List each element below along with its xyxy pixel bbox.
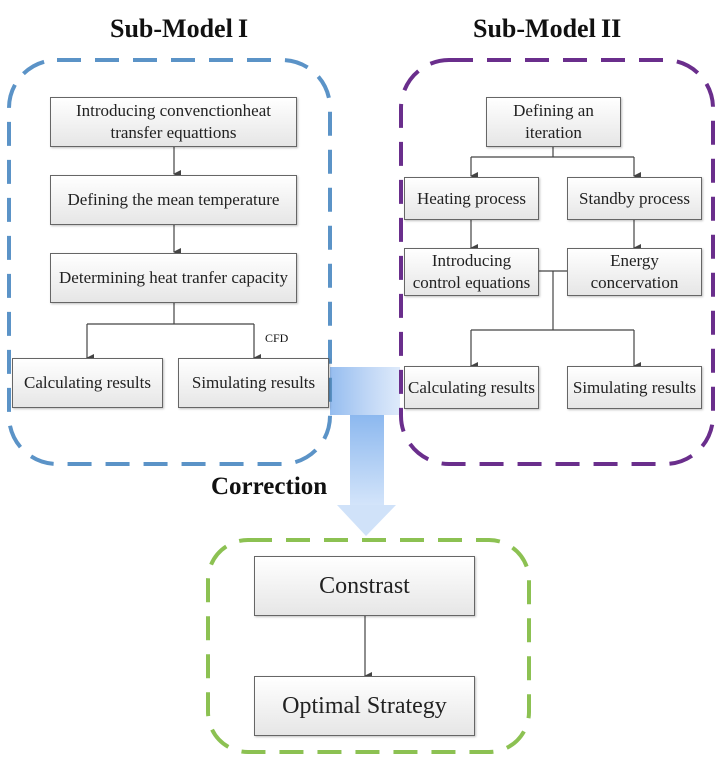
- contrast-step: Constrast: [254, 556, 475, 616]
- submodel2-calculating-results: Calculating results: [404, 366, 539, 409]
- correction-arrow: [330, 367, 400, 536]
- energy-conservation: Energy concervation: [567, 248, 702, 296]
- submodel2-title: Sub-Model II: [473, 14, 622, 43]
- cfd-label: CFD: [265, 331, 289, 345]
- step-mean-temperature: Defining the mean temperature: [50, 175, 297, 225]
- step-heat-transfer-capacity: Determining heat tranfer capacity: [50, 253, 297, 303]
- submodel2-connectors: [470, 147, 641, 370]
- submodel2-simulating-results: Simulating results: [567, 366, 702, 409]
- optimal-strategy-step: Optimal Strategy: [254, 676, 475, 736]
- result-border: [206, 538, 531, 754]
- submodel1-calculating-results: Calculating results: [12, 358, 163, 408]
- control-equations: Introducing control equations: [404, 248, 539, 296]
- submodel2-border: [399, 58, 715, 466]
- submodel1-title: Sub-Model I: [110, 14, 249, 43]
- standby-process: Standby process: [567, 177, 702, 220]
- step-defining-iteration: Defining an iteration: [486, 97, 621, 147]
- submodel1-simulating-results: Simulating results: [178, 358, 329, 408]
- submodel1-connectors: [86, 147, 261, 362]
- correction-label: Correction: [211, 473, 328, 500]
- step-convection-equations: Introducing convenctionheat transfer equ…: [50, 97, 297, 147]
- heating-process: Heating process: [404, 177, 539, 220]
